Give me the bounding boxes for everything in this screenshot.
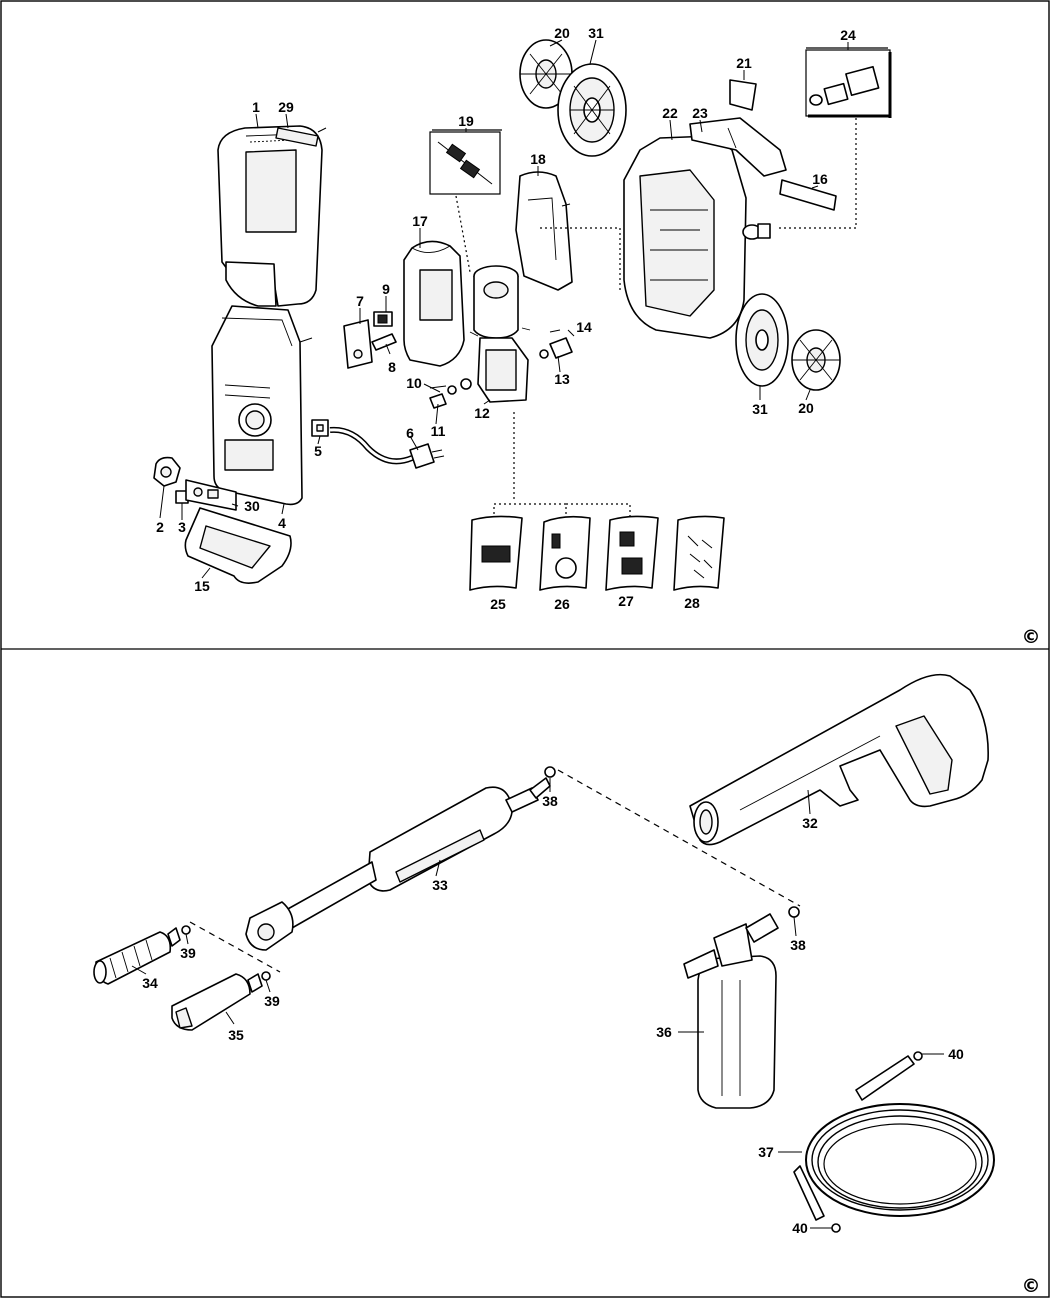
- label-5: 5: [314, 443, 322, 459]
- label-13: 13: [554, 371, 570, 387]
- part-36-detergent-bottle: [683, 913, 779, 1109]
- part-11-oring: [447, 378, 472, 395]
- label-39-right: 39: [264, 993, 280, 1009]
- label-36: 36: [656, 1024, 672, 1040]
- part-6-power-cable: [329, 426, 445, 469]
- label-22: 22: [662, 105, 678, 121]
- part-4-main-body: [211, 305, 313, 506]
- label-15: 15: [194, 578, 210, 594]
- label-17: 17: [412, 213, 428, 229]
- part-37-hose: [793, 1051, 995, 1233]
- label-39-left: 39: [180, 945, 196, 961]
- part-12-motor-pump: [469, 265, 531, 403]
- part-26-bag: [539, 515, 591, 591]
- part-24-hose-connector: [776, 47, 892, 229]
- connection-dashed-line: [557, 769, 801, 907]
- part-27-bag: [605, 515, 659, 591]
- part-25-bag: [469, 515, 523, 591]
- part-35-fan-nozzle: [171, 973, 263, 1031]
- copyright-symbol-top: ©: [1022, 626, 1041, 648]
- part-2-knob: [153, 456, 181, 487]
- label-38-lower: 38: [790, 937, 806, 953]
- part-16-strap: [779, 179, 837, 211]
- label-16: 16: [812, 171, 828, 187]
- part-38-oring-upper: [544, 766, 556, 778]
- label-19: 19: [458, 113, 474, 129]
- label-23: 23: [692, 105, 708, 121]
- label-9: 9: [382, 281, 390, 297]
- label-11: 11: [431, 423, 446, 439]
- part-23-bracket: [689, 117, 787, 177]
- part-number-labels: 1 29 19 18 17 7 9 8 20 31 22 23 21 24 16…: [142, 25, 964, 1236]
- label-21: 21: [736, 55, 752, 71]
- label-32: 32: [802, 815, 818, 831]
- part-7-plate: [343, 319, 373, 369]
- part-22-chassis: [623, 135, 747, 339]
- label-20-top: 20: [554, 25, 570, 41]
- part-28-bag: [673, 515, 725, 591]
- bottom-leader-lines: [131, 778, 944, 1229]
- label-35: 35: [228, 1027, 244, 1043]
- label-31-bottom: 31: [752, 401, 768, 417]
- copyright-symbol-bottom: ©: [1022, 1275, 1041, 1297]
- label-3: 3: [178, 519, 186, 535]
- part-10-fitting: [429, 385, 447, 409]
- part-39-oring-left: [181, 925, 191, 935]
- part-9-switch: [373, 311, 393, 327]
- part-30-control-panel: [185, 479, 237, 511]
- label-37: 37: [758, 1144, 774, 1160]
- label-4: 4: [278, 515, 286, 531]
- part-18-rear-housing: [515, 171, 573, 291]
- part-20-hubcap-top: [519, 39, 573, 109]
- label-1: 1: [252, 99, 260, 115]
- label-6: 6: [406, 425, 414, 441]
- top-leader-lines: [159, 39, 849, 579]
- part-39-oring-right: [261, 971, 271, 981]
- label-30: 30: [244, 498, 260, 514]
- part-32-spray-gun: [689, 673, 989, 846]
- part-31-wheel-bottom: [735, 293, 789, 387]
- part-24-fitting: [742, 223, 771, 240]
- part-34-turbo-nozzle: [93, 927, 181, 985]
- label-40-lower: 40: [792, 1220, 808, 1236]
- part-5-connector: [311, 419, 329, 437]
- label-24: 24: [840, 27, 856, 43]
- part-31-wheel-top: [557, 63, 627, 157]
- part-17-housing: [403, 240, 465, 367]
- label-29: 29: [278, 99, 294, 115]
- label-40-upper: 40: [948, 1046, 964, 1062]
- part-21-clip: [729, 79, 757, 111]
- part-1-handle-cover: [217, 125, 323, 307]
- label-28: 28: [684, 595, 700, 611]
- part-15-bottom-handle: [184, 507, 292, 584]
- part-29-plate: [275, 127, 327, 147]
- label-10: 10: [406, 375, 422, 391]
- label-31-top: 31: [588, 25, 604, 41]
- label-27: 27: [618, 593, 634, 609]
- part-33-lance: [245, 777, 551, 951]
- part-20-hubcap-bottom: [791, 329, 841, 391]
- label-14: 14: [576, 319, 592, 335]
- accessory-leader-lines: [493, 227, 631, 516]
- part-13-fitting: [539, 329, 573, 359]
- label-26: 26: [554, 596, 570, 612]
- part-8-pin: [371, 333, 397, 351]
- label-25: 25: [490, 596, 506, 612]
- label-33: 33: [432, 877, 448, 893]
- label-7: 7: [356, 293, 364, 309]
- label-20-bottom: 20: [798, 400, 814, 416]
- part-38-oring-lower: [788, 906, 800, 918]
- part-19-brush-kit: [429, 129, 502, 273]
- label-34: 34: [142, 975, 158, 991]
- label-18: 18: [530, 151, 546, 167]
- label-8: 8: [388, 359, 396, 375]
- label-12: 12: [474, 405, 490, 421]
- label-2: 2: [156, 519, 164, 535]
- label-38-upper: 38: [542, 793, 558, 809]
